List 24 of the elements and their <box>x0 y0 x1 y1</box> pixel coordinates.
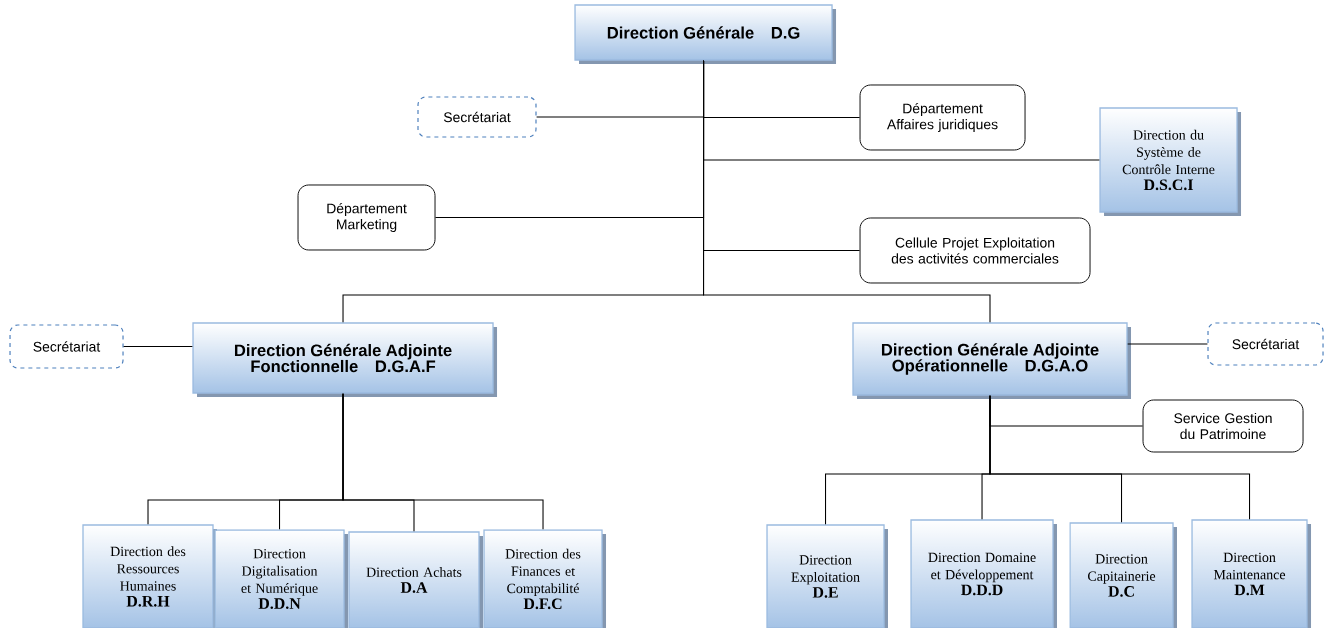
connector-line <box>123 345 193 347</box>
org-box: Direction Générale D.G <box>574 4 837 64</box>
connector-line <box>1127 343 1208 345</box>
org-box: Direction des Finances et Comptabilité D.F.C <box>483 529 607 628</box>
rounded-box: Département Affaires juridiques <box>859 84 1026 151</box>
dashed-box: Secrétariat <box>1207 322 1324 366</box>
org-box: Direction Capitainerie D.C <box>1069 522 1177 628</box>
dashed-box: Secrétariat <box>417 96 537 138</box>
connector-line <box>342 393 544 530</box>
org-box: Direction Digitalisation et Numérique D.D.N <box>214 529 348 628</box>
dashed-box: Secrétariat <box>9 324 124 369</box>
org-box: Direction Achats D.A <box>348 531 483 628</box>
connector-line <box>703 60 991 323</box>
connector-line <box>989 395 1251 520</box>
rounded-box: Département Marketing <box>297 184 436 251</box>
org-box: Direction Générale Adjointe Fonctionnelle D.G.A.F <box>192 322 498 397</box>
org-box: Direction Maintenance D.M <box>1191 519 1311 628</box>
org-box: Direction Domaine et Développement D.D.D <box>910 519 1057 628</box>
org-box: Direction du Système de Contrôle Interne D.S.C.I <box>1099 107 1242 216</box>
rounded-box: Cellule Projet Exploitation des activités commerciales <box>859 217 1091 284</box>
org-box: Direction des Ressources Humaines D.R.H <box>82 524 217 628</box>
org-box: Direction Exploitation D.E <box>766 524 888 628</box>
org-box: Direction Générale Adjointe Opérationnelle D.G.A.O <box>852 322 1131 399</box>
rounded-box: Service Gestion du Patrimoine <box>1142 399 1304 453</box>
